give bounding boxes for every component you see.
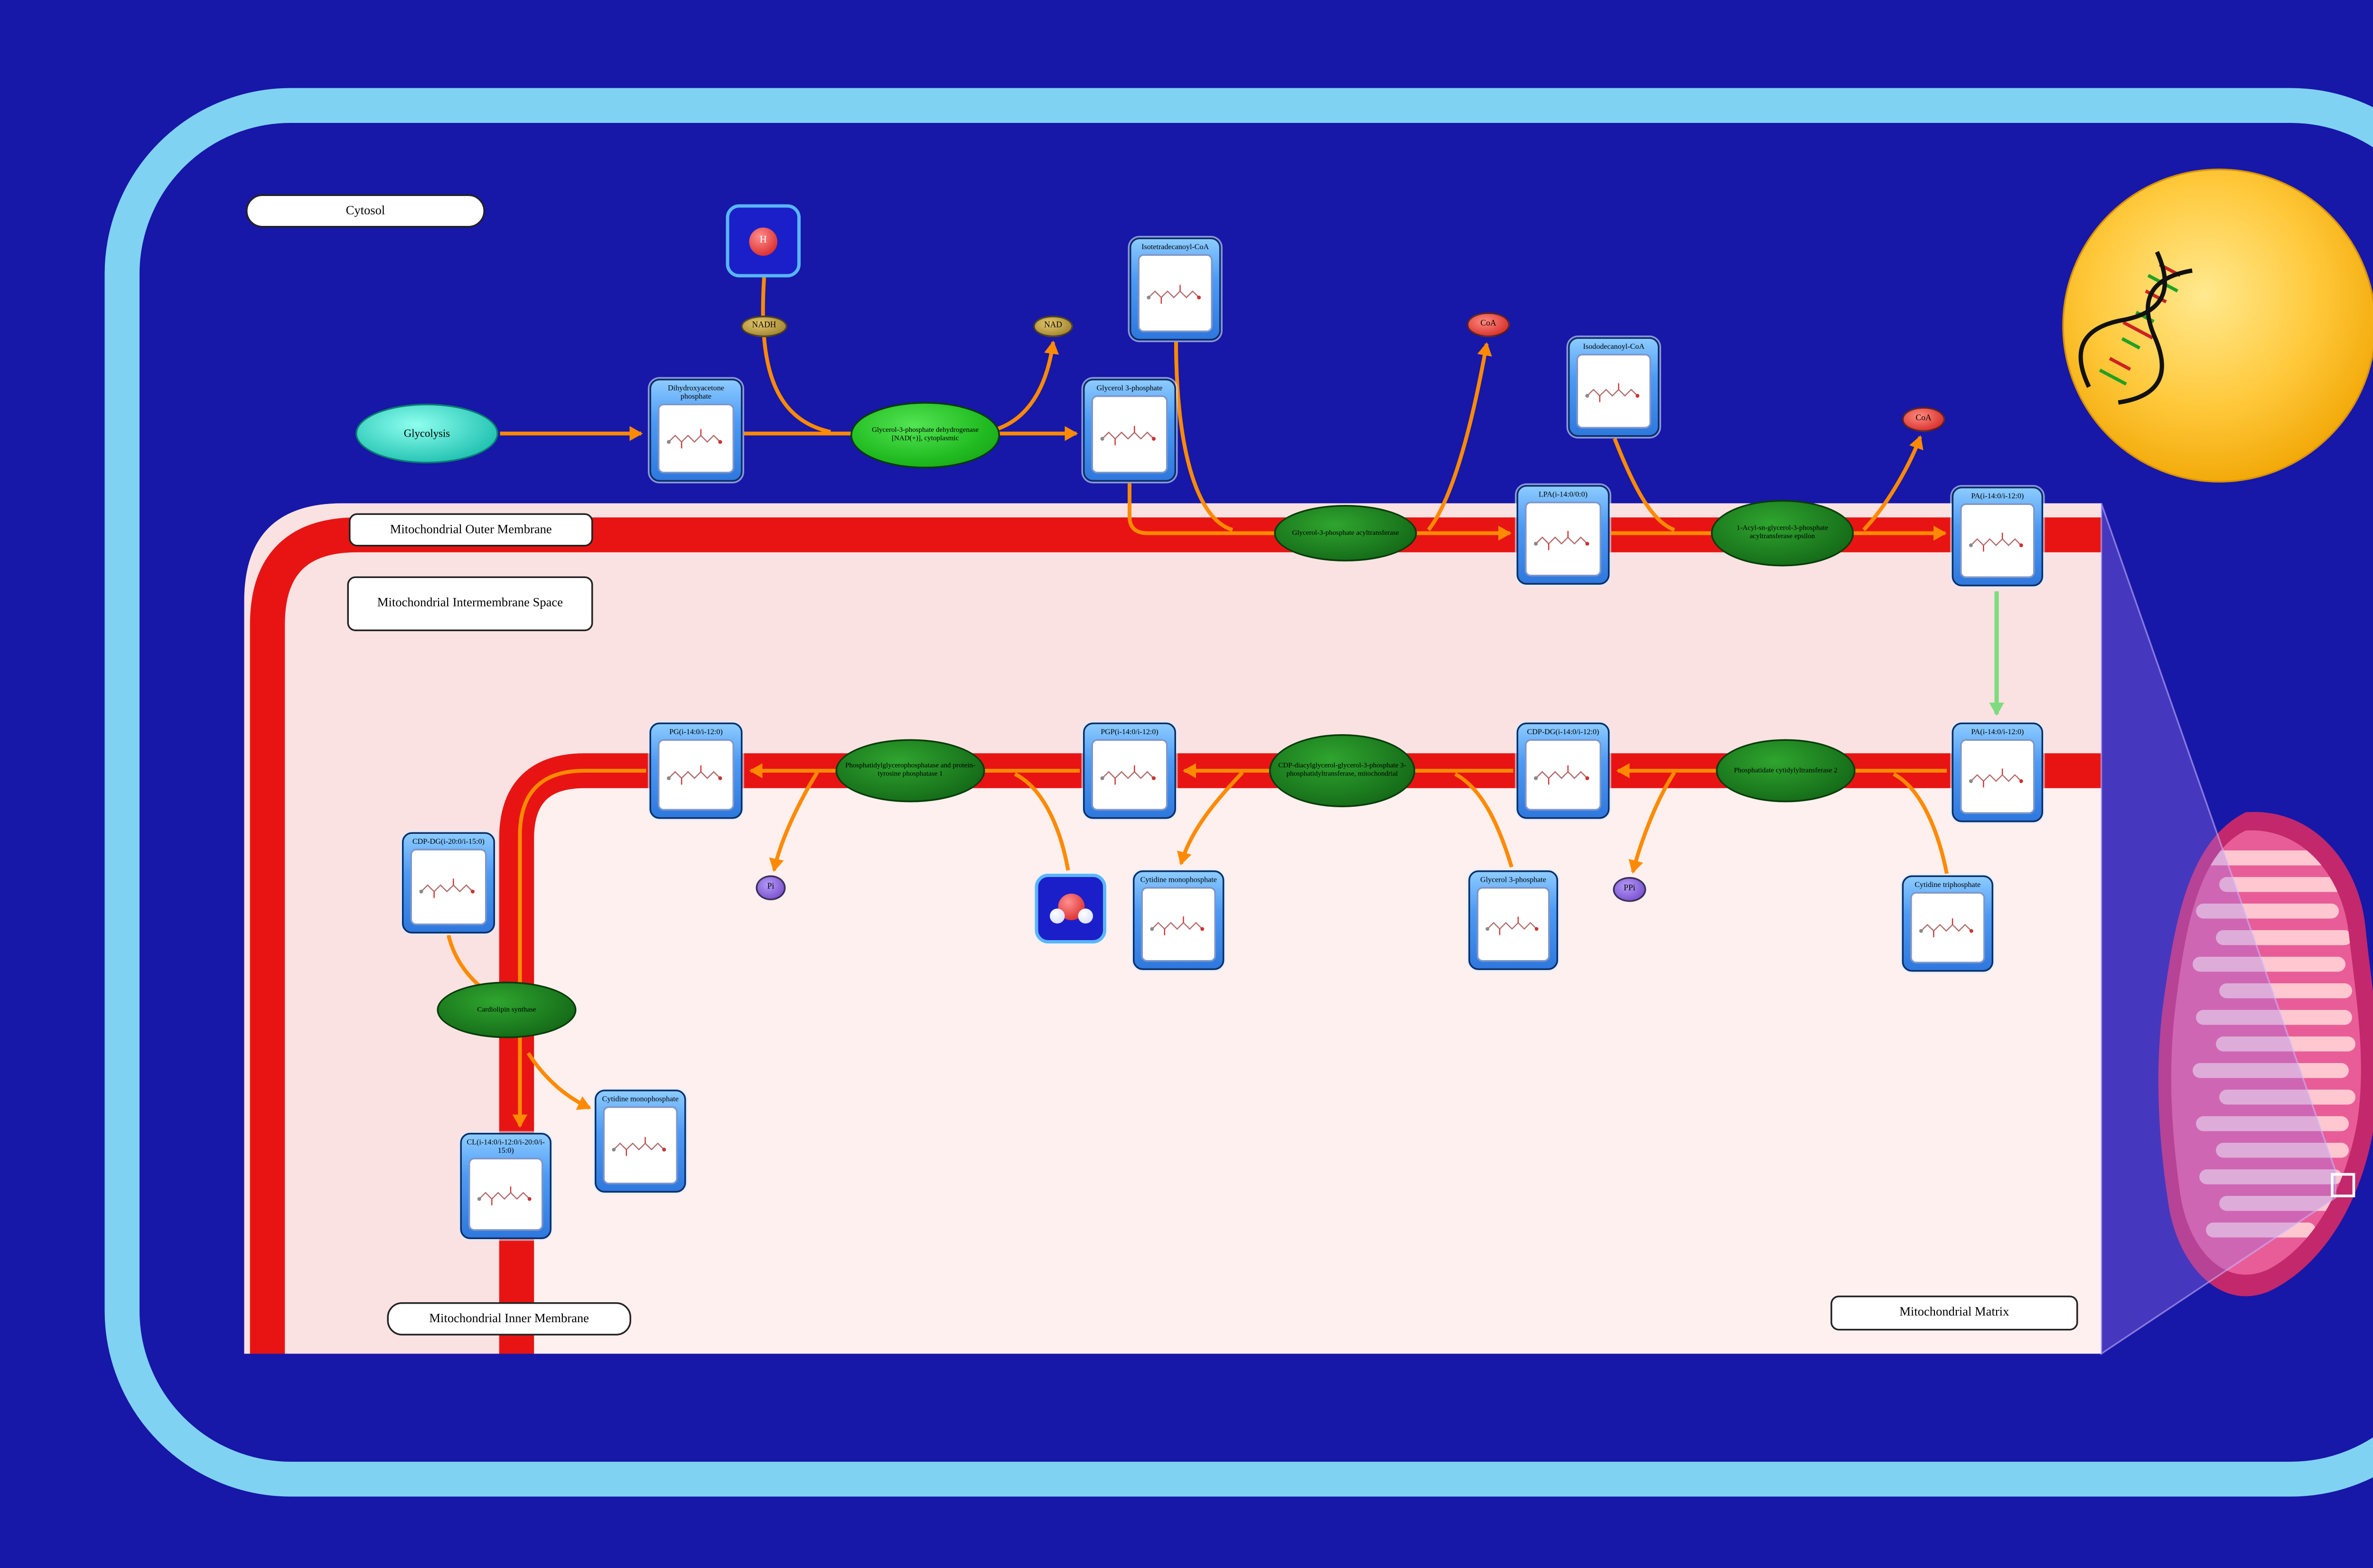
metabolite-label: LPA(i-14:0/0:0): [1521, 489, 1606, 499]
metabolite-glycerol-3-phosphate-cytosol[interactable]: Glycerol 3-phosphate: [1083, 379, 1176, 482]
metabolite-glycerol-3-phosphate-matrix[interactable]: Glycerol 3-phosphate: [1468, 870, 1558, 970]
metabolite-label: PGP(i-14:0/i-12:0): [1087, 727, 1172, 737]
metabolite-pg[interactable]: PG(i-14:0/i-12:0): [650, 723, 743, 819]
metabolite-cardiolipin[interactable]: CL(i-14:0/i-12:0/i-20:0/i-15:0): [460, 1133, 552, 1239]
chemical-structure-thumbnail: [1092, 395, 1168, 474]
metabolite-label: CDP-DG(i-20:0/i-15:0): [406, 836, 491, 846]
metabolite-dhap[interactable]: Dihydroxyacetone phosphate: [650, 379, 743, 482]
metabolite-h-ion[interactable]: H: [726, 205, 801, 278]
metabolite-label: CL(i-14:0/i-12:0/i-20:0/i-15:0): [464, 1137, 547, 1156]
metabolite-label: Cytidine monophosphate: [599, 1094, 682, 1104]
chemical-structure-thumbnail: [658, 738, 734, 811]
matrix-region: [517, 771, 2102, 1354]
metabolite-isododecanoyl-coa[interactable]: Isododecanoyl-CoA: [1568, 337, 1660, 437]
metabolite-label: Cytidine monophosphate: [1137, 875, 1220, 885]
hydrogen-atom-icon: [1049, 909, 1064, 924]
cofactor-ppi[interactable]: PPi: [1613, 877, 1646, 902]
enzyme-pgp-synthase[interactable]: CDP-diacylglycerol-glycerol-3-phosphate …: [1269, 734, 1415, 807]
metabolite-lpa[interactable]: LPA(i-14:0/0:0): [1517, 485, 1610, 585]
cofactor-coa-2[interactable]: CoA: [1902, 407, 1945, 432]
enzyme-phosphatidate-cytidylyltransferase-2[interactable]: Phosphatidate cytidylyltransferase 2: [1716, 739, 1856, 803]
cofactor-coa-1[interactable]: CoA: [1467, 312, 1510, 337]
metabolite-cmp-1[interactable]: Cytidine monophosphate: [1133, 870, 1224, 970]
chemical-structure-thumbnail: [1960, 738, 2035, 814]
edge-isotetradecanoyl-coa-input: [1176, 342, 1233, 530]
metabolite-pa-outer[interactable]: PA(i-14:0/i-12:0): [1952, 487, 2044, 587]
metabolite-label: PA(i-14:0/i-12:0): [1956, 491, 2039, 501]
pathway-glycolysis[interactable]: Glycolysis: [355, 404, 498, 464]
cofactor-nadh[interactable]: NADH: [741, 316, 787, 337]
edge-proton-nadh-input: [763, 278, 831, 432]
chemical-structure-thumbnail: [1138, 253, 1213, 332]
metabolite-pa-inner[interactable]: PA(i-14:0/i-12:0): [1952, 723, 2044, 822]
matrix-label: Mitochondrial Matrix: [1831, 1296, 2078, 1331]
metabolite-isotetradecanoyl-coa[interactable]: Isotetradecanoyl-CoA: [1130, 238, 1221, 341]
outer-membrane-label: Mitochondrial Outer Membrane: [349, 513, 593, 547]
arrow-nad-output: [993, 342, 1053, 430]
chemical-structure-thumbnail: [1092, 738, 1168, 811]
metabolite-label: PG(i-14:0/i-12:0): [654, 727, 738, 737]
metabolite-cdp-dg-1[interactable]: CDP-DG(i-14:0/i-12:0): [1517, 723, 1610, 819]
enzyme-cardiolipin-synthase[interactable]: Cardiolipin synthase: [437, 982, 577, 1038]
metabolite-ctp[interactable]: Cytidine triphosphate: [1902, 876, 1994, 972]
enzyme-pgp-phosphatase[interactable]: Phosphatidylglycerophosphatase and prote…: [836, 739, 985, 803]
metabolite-cdp-dg-2[interactable]: CDP-DG(i-20:0/i-15:0): [402, 832, 495, 934]
nucleus-illustration: [2063, 169, 2373, 482]
chemical-structure-thumbnail: [1960, 503, 2035, 578]
inner-membrane-label: Mitochondrial Inner Membrane: [387, 1302, 632, 1335]
water-molecule-icon: [1049, 890, 1092, 927]
chemical-structure-thumbnail: [411, 848, 487, 925]
metabolite-label: Cytidine triphosphate: [1906, 879, 1989, 889]
cytosol-label: Cytosol: [246, 195, 485, 228]
metabolite-label: Glycerol 3-phosphate: [1087, 383, 1172, 393]
metabolite-label: CDP-DG(i-14:0/i-12:0): [1521, 727, 1606, 737]
metabolite-label: Isododecanoyl-CoA: [1572, 341, 1655, 351]
cofactor-pi[interactable]: Pi: [756, 876, 786, 901]
chemical-structure-thumbnail: [1525, 738, 1601, 811]
metabolite-label: PA(i-14:0/i-12:0): [1956, 727, 2039, 737]
chemical-structure-thumbnail: [1141, 887, 1216, 962]
chemical-structure-thumbnail: [1477, 887, 1550, 962]
enzyme-g3p-dehydrogenase[interactable]: Glycerol-3-phosphate dehydrogenase [NAD(…: [850, 402, 1000, 468]
metabolite-cmp-2[interactable]: Cytidine monophosphate: [595, 1090, 686, 1193]
metabolite-pgp[interactable]: PGP(i-14:0/i-12:0): [1083, 723, 1176, 819]
chemical-structure-thumbnail: [658, 403, 734, 474]
metabolite-label: Glycerol 3-phosphate: [1473, 875, 1554, 885]
chemical-structure-thumbnail: [1577, 353, 1652, 429]
cofactor-nad[interactable]: NAD: [1033, 316, 1073, 337]
chemical-structure-thumbnail: [1910, 891, 1985, 963]
chemical-structure-thumbnail: [1525, 501, 1601, 577]
arrow-coa-output-1: [1429, 344, 1487, 530]
proton-icon: H: [749, 227, 778, 255]
enzyme-agpat-epsilon[interactable]: 1-Acyl-sn-glycerol-3-phosphate acyltrans…: [1711, 500, 1854, 567]
intermembrane-space-label: Mitochondrial Intermembrane Space: [347, 577, 593, 632]
hydrogen-atom-icon: [1077, 909, 1093, 924]
enzyme-g3p-acyltransferase[interactable]: Glycerol-3-phosphate acyltransferase: [1274, 505, 1417, 561]
metabolite-label: Dihydroxyacetone phosphate: [654, 383, 738, 401]
chemical-structure-thumbnail: [468, 1157, 543, 1231]
metabolite-h2o[interactable]: [1035, 874, 1107, 943]
chemical-structure-thumbnail: [603, 1106, 678, 1185]
metabolite-label: Isotetradecanoyl-CoA: [1134, 242, 1217, 252]
